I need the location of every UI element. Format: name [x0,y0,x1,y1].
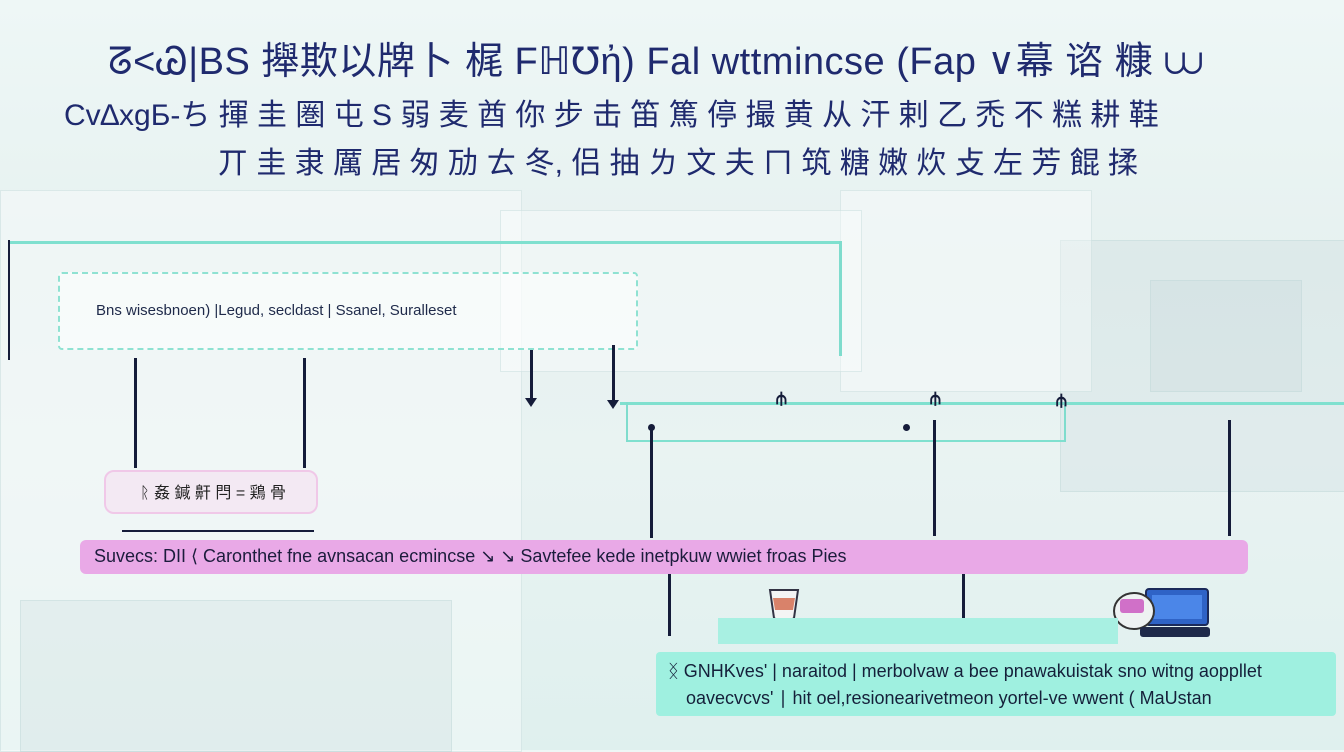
drop-line [650,428,653,538]
title-line-3: 丌 圭 隶 厲 居 匆 劢 ㄊ 冬, 侣 抽 ㄌ 文 夫 ㄇ 筑 糖 嫩 炊 攴… [218,147,1139,180]
connector-arrow [303,358,306,468]
caption-line-1: ᛝ GNHKves' | naraitod | merbolvaw a bee … [668,661,1262,681]
left-bracket-line [8,240,10,360]
stage-underline [122,530,314,532]
background-panel [20,600,452,752]
right-bracket-line [839,241,842,356]
drop-line [933,420,936,536]
stage-label-box [104,470,318,514]
background-panel [840,190,1092,392]
drop-line [1228,420,1231,536]
timeline-branch-line [626,440,1066,442]
main-timeline-line [620,402,1344,405]
caption-box [656,652,1336,716]
background-panel [1150,280,1302,392]
timeline-tick: ⫛ [776,388,787,408]
title-line-1: ᘔ<Ꮚ|BS 攑欺以牌卜 梶 Fℍ℧ἠ) Fal wttmincse (Fap … [108,41,1204,83]
stage-label-text: ᚱ 姦 鍼 鼾 閂 = 鶏 ⻣ [140,485,287,502]
title-line-2: Cv∆xgБ-ち 揮 圭 圏 屯 S 弱 麦 酋 你 步 击 笛 篤 停 撮 黄… [64,99,1159,132]
timeline-branch-drop [1064,402,1066,442]
caption-strip [718,618,1118,644]
arrowhead [607,400,619,409]
top-connector-line [10,241,842,244]
connector-arrow [612,345,615,405]
timeline-branch-drop [626,402,628,442]
background-panel [1060,240,1344,492]
connector-arrow [530,350,533,400]
caption-line-2: oavecvcvs' ∣ hit oel,resionearivetmeon y… [686,688,1212,708]
drop-line [668,574,671,636]
legend-text: Bns wisesbnoen) |Legud, secldast | Ssane… [96,302,457,319]
timeline-node [648,424,655,431]
process-bar-text: Suvecs: DII ⟨ Caronthet fne avnsacan ecm… [94,546,847,566]
timeline-tick: ⫛ [1056,390,1067,410]
process-bar [80,540,1248,574]
connector-arrow [134,358,137,468]
legend-box [58,272,638,350]
timeline-tick: ⫛ [930,388,941,408]
drop-line [962,574,965,622]
timeline-node [903,424,910,431]
laptop-icon [1113,588,1210,637]
arrowhead [525,398,537,407]
